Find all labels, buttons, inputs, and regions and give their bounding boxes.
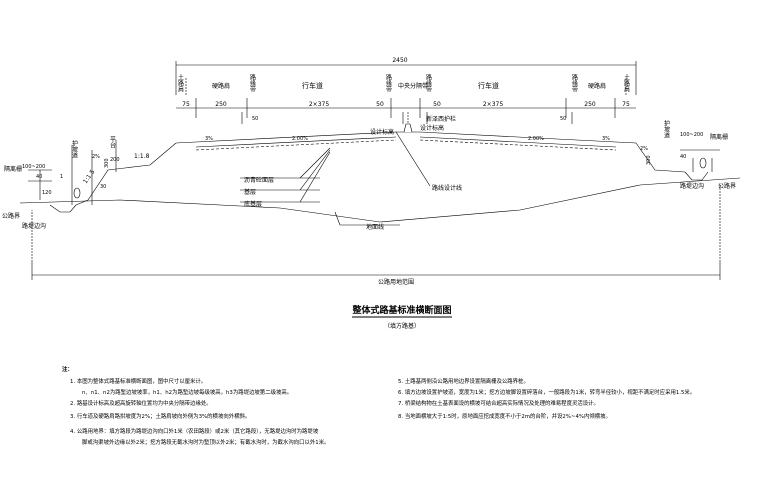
label-edge-strip-left: 路缘带 <box>249 73 256 93</box>
label-median-strip-right: 路缘带 <box>425 73 432 93</box>
protect-road-right-label: 护坡道 <box>663 119 670 139</box>
note-1: 1. 本图为整体式路基标准横断面图，图中尺寸以厘米计。 <box>70 379 207 385</box>
pct-3-left: 3% <box>205 136 213 142</box>
slope-2pct-left: 2.00% <box>292 136 308 142</box>
dim-120-left: 120 <box>42 190 52 196</box>
dim-250-left: 250 <box>215 101 227 108</box>
note-6: 6. 填方边坡设置护坡道，宽度为1米；挖方边坡脚设置碎落台，一般路段为1米，转弯… <box>398 390 696 396</box>
ditch-right-label: 路堤边沟 <box>680 182 704 190</box>
drawing-subtitle: （填方路基） <box>384 322 420 330</box>
subbase-label: 底基层 <box>244 200 262 208</box>
note-4b: 脚或沟渠坡外边缘以外2米；挖方路段无截水沟时为堑顶以外2米；有截水沟时，为截水沟… <box>82 440 330 446</box>
platform-label: 平台 <box>109 136 116 149</box>
notes-heading: 注： <box>62 367 73 373</box>
dim-50-edge-right: 50 <box>560 116 566 122</box>
asphalt-label: 沥青砼面层 <box>244 176 274 184</box>
dim-2x375-right: 2×375 <box>483 101 503 108</box>
drawing-title: 整体式路基标准横断面图 <box>351 304 451 316</box>
note-2: 2. 路基设计标高及超高旋转轴位置均为中央分隔带边缘处。 <box>70 401 212 407</box>
median-barrier <box>403 123 413 133</box>
label-edge-strip-right: 路缘带 <box>571 73 578 93</box>
ground-line-label: 地面线 <box>366 223 384 231</box>
dim-50-right: 50 <box>433 101 441 108</box>
right-embankment <box>635 142 686 173</box>
note-8: 8. 当地面横坡大于1:5时，原地面应挖成宽度不小于2m的台阶，并设2%~4%内… <box>398 414 611 420</box>
boundary-right-label: 公路界 <box>718 182 736 190</box>
label-median-strip-left: 路缘带 <box>385 73 392 93</box>
dim-200-platform: 200 <box>110 157 120 163</box>
dim-40-right: 40 <box>680 154 686 160</box>
protect-road-left-label: 护坡道 <box>71 139 78 159</box>
note-4: 4. 公路用地界：填方路段为路堤边沟向口外1米（农田路段）或2米（其它路段），无… <box>70 429 319 435</box>
pct-2-right: 2% <box>640 146 648 152</box>
dim-300-right: 300 <box>646 155 652 165</box>
slope-2pct-right: 2.00% <box>528 136 544 142</box>
left-ditch <box>49 204 77 213</box>
dim-100-200-left: 100~200 <box>22 164 45 170</box>
tree-right-icon <box>699 157 707 169</box>
slope-18-label: 1:1.8 <box>134 153 150 160</box>
note-1b: n、n1、n2为路堑边坡坡率，h1、h2为路堑边坡每级坡高，h3为路堤边坡第二级… <box>82 390 293 396</box>
pct-2-left: 2% <box>92 154 100 160</box>
dim-300-left: 300 <box>104 158 110 168</box>
dim-1-left: 1 <box>60 174 63 180</box>
land-line-label: 公路用地范围 <box>378 278 414 286</box>
boundary-left-label: 公路界 <box>2 212 20 220</box>
dim-75-left: 75 <box>182 101 190 108</box>
dim-40-left: 40 <box>36 174 42 180</box>
label-hard-shoulder-left: 硬路肩 <box>212 82 230 90</box>
dim-30-left: 30 <box>100 184 106 190</box>
label-median: 中央分隔带 <box>398 82 428 90</box>
note-3: 3. 行车道及硬路肩路拱坡度为2%；土路肩坡向外侧为3%的横坡向外横斜。 <box>70 414 251 420</box>
ditch-left-label: 路堤边沟 <box>22 222 46 230</box>
dim-50-left: 50 <box>376 101 384 108</box>
label-earth-shoulder-left: 土路肩 <box>177 73 184 93</box>
dim-2x375-left: 2×375 <box>309 101 329 108</box>
right-ditch <box>684 171 709 181</box>
label-lanes-right: 行车道 <box>478 81 499 90</box>
pct-3-right: 3% <box>602 136 610 142</box>
fence-right-label: 隔离栅 <box>710 133 728 141</box>
slope-15-label: 1:1.5 <box>82 168 97 185</box>
ground-line <box>19 177 741 223</box>
dim-total: 2450 <box>392 57 407 64</box>
design-elev-left: 设计标高 <box>370 128 394 136</box>
route-line-label: 路线设计线 <box>432 184 462 192</box>
design-elev-right: 设计标高 <box>420 124 444 132</box>
tree-left-icon <box>73 187 81 199</box>
dim-75-right: 75 <box>622 101 630 108</box>
dim-100-200-right: 100~200 <box>680 132 703 138</box>
route-design-line <box>395 131 431 187</box>
note-5: 5. 土路基两侧沿公路用地边界设置隔离栅及公路界桩。 <box>398 379 529 385</box>
base-label: 基层 <box>244 188 256 196</box>
road-surface <box>175 131 637 144</box>
dim-250-right: 250 <box>584 101 596 108</box>
guardrail-label: 新泽西护栏 <box>426 115 456 123</box>
label-hard-shoulder-right: 硬路肩 <box>588 82 606 90</box>
label-lanes-left: 行车道 <box>302 81 323 90</box>
dim-50-edge-left: 50 <box>252 116 258 122</box>
label-earth-shoulder-right: 土路肩 <box>623 73 630 93</box>
note-7: 7. 桥梁结构物在土基表面设的横坡可结合超高实际情况及处理的难易程度灵活设计。 <box>398 401 599 407</box>
left-embankment <box>75 142 177 206</box>
fence-left-label: 隔离栅 <box>4 165 22 173</box>
